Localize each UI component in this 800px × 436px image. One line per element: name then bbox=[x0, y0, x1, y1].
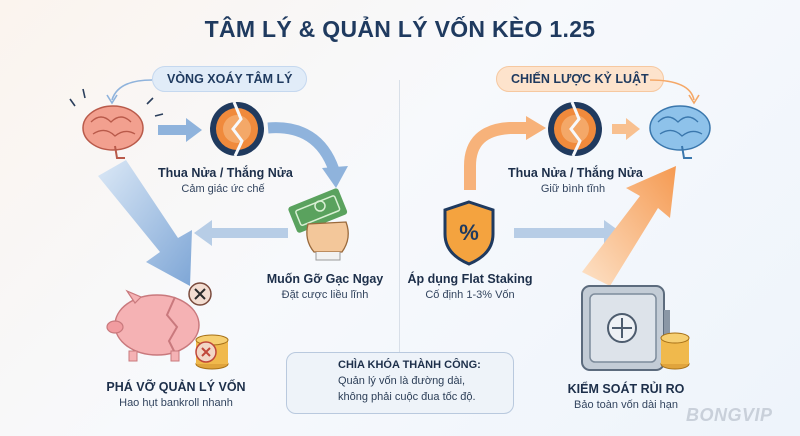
left-arrow-3 bbox=[194, 220, 288, 246]
right-step1-label: Thua Nửa / Thắng Nửa Giữ bình tĩnh bbox=[508, 166, 643, 195]
right-step3-label: KIỂM SOÁT RỦI RO Bảo toàn vốn dài hạn bbox=[556, 382, 696, 411]
left-step3-title: PHÁ VỠ QUẢN LÝ VỐN bbox=[106, 380, 246, 394]
stressed-brain-icon bbox=[69, 88, 164, 159]
left-panel-header: VÒNG XOÁY TÂM LÝ bbox=[152, 66, 308, 92]
left-step1-title: Thua Nửa / Thắng Nửa bbox=[158, 166, 293, 180]
cycle-start-arrow bbox=[106, 79, 153, 105]
brand-watermark: BONGVIP bbox=[686, 405, 773, 425]
safe-icon bbox=[581, 285, 670, 371]
broken-chip-icon bbox=[210, 101, 264, 157]
percent-shield-icon: % bbox=[443, 200, 495, 266]
key-takeaway-box bbox=[286, 352, 514, 414]
broken-piggy-bank-icon bbox=[106, 289, 200, 362]
right-step3-subtitle: Bảo toàn vốn dài hạn bbox=[574, 399, 678, 411]
right-step2-label: Áp dụng Flat Staking Cố định 1-3% Vốn bbox=[400, 272, 540, 301]
right-step2-title: Áp dụng Flat Staking bbox=[407, 272, 533, 286]
left-arrow-1 bbox=[158, 118, 202, 142]
left-step2-title: Muốn Gỡ Gạc Ngay bbox=[266, 272, 384, 286]
right-arrow-4 bbox=[582, 166, 676, 286]
left-step1-label: Thua Nửa / Thắng Nửa Cảm giác ức chế bbox=[158, 166, 293, 195]
left-arrow-4 bbox=[98, 160, 192, 286]
page-title: TÂM LÝ & QUẢN LÝ VỐN KÈO 1.25 bbox=[204, 16, 596, 42]
right-arrow-1 bbox=[464, 116, 546, 190]
left-step2-subtitle: Đặt cược liều lĩnh bbox=[281, 289, 369, 301]
right-panel-header: CHIẾN LƯỢC KỶ LUẬT bbox=[496, 66, 664, 92]
left-step3-label: PHÁ VỠ QUẢN LÝ VỐN Hao hụt bankroll nhan… bbox=[96, 380, 256, 409]
strategy-start-arrow bbox=[649, 79, 700, 105]
left-step1-subtitle: Cảm giác ức chế bbox=[181, 183, 265, 195]
left-step2-label: Muốn Gỡ Gạc Ngay Đặt cược liều lĩnh bbox=[260, 272, 390, 301]
coin-stack-icon bbox=[660, 332, 690, 370]
key-takeaway-line2: không phải cuộc đua tốc độ. bbox=[338, 391, 476, 403]
right-arrow-2 bbox=[612, 118, 640, 140]
coin-stack-icon bbox=[195, 334, 229, 370]
key-takeaway-title: CHÌA KHÓA THÀNH CÔNG: bbox=[338, 359, 481, 371]
key-takeaway-line1: Quản lý vốn là đường dài, bbox=[338, 375, 466, 387]
shield-percent-symbol: % bbox=[459, 220, 479, 245]
right-arrow-3 bbox=[514, 220, 622, 246]
money-hand-icon bbox=[288, 188, 349, 261]
right-step3-title: KIỂM SOÁT RỦI RO bbox=[567, 382, 685, 396]
panel-divider bbox=[399, 80, 400, 380]
right-step2-subtitle: Cố định 1-3% Vốn bbox=[425, 289, 515, 301]
broken-chip-icon bbox=[548, 101, 602, 157]
left-step3-subtitle: Hao hụt bankroll nhanh bbox=[119, 397, 233, 409]
calm-brain-icon bbox=[649, 105, 711, 159]
cancel-icon bbox=[188, 282, 212, 306]
left-arrow-2 bbox=[267, 122, 348, 188]
right-step1-subtitle: Giữ bình tĩnh bbox=[540, 183, 606, 195]
right-step1-title: Thua Nửa / Thắng Nửa bbox=[508, 166, 643, 180]
